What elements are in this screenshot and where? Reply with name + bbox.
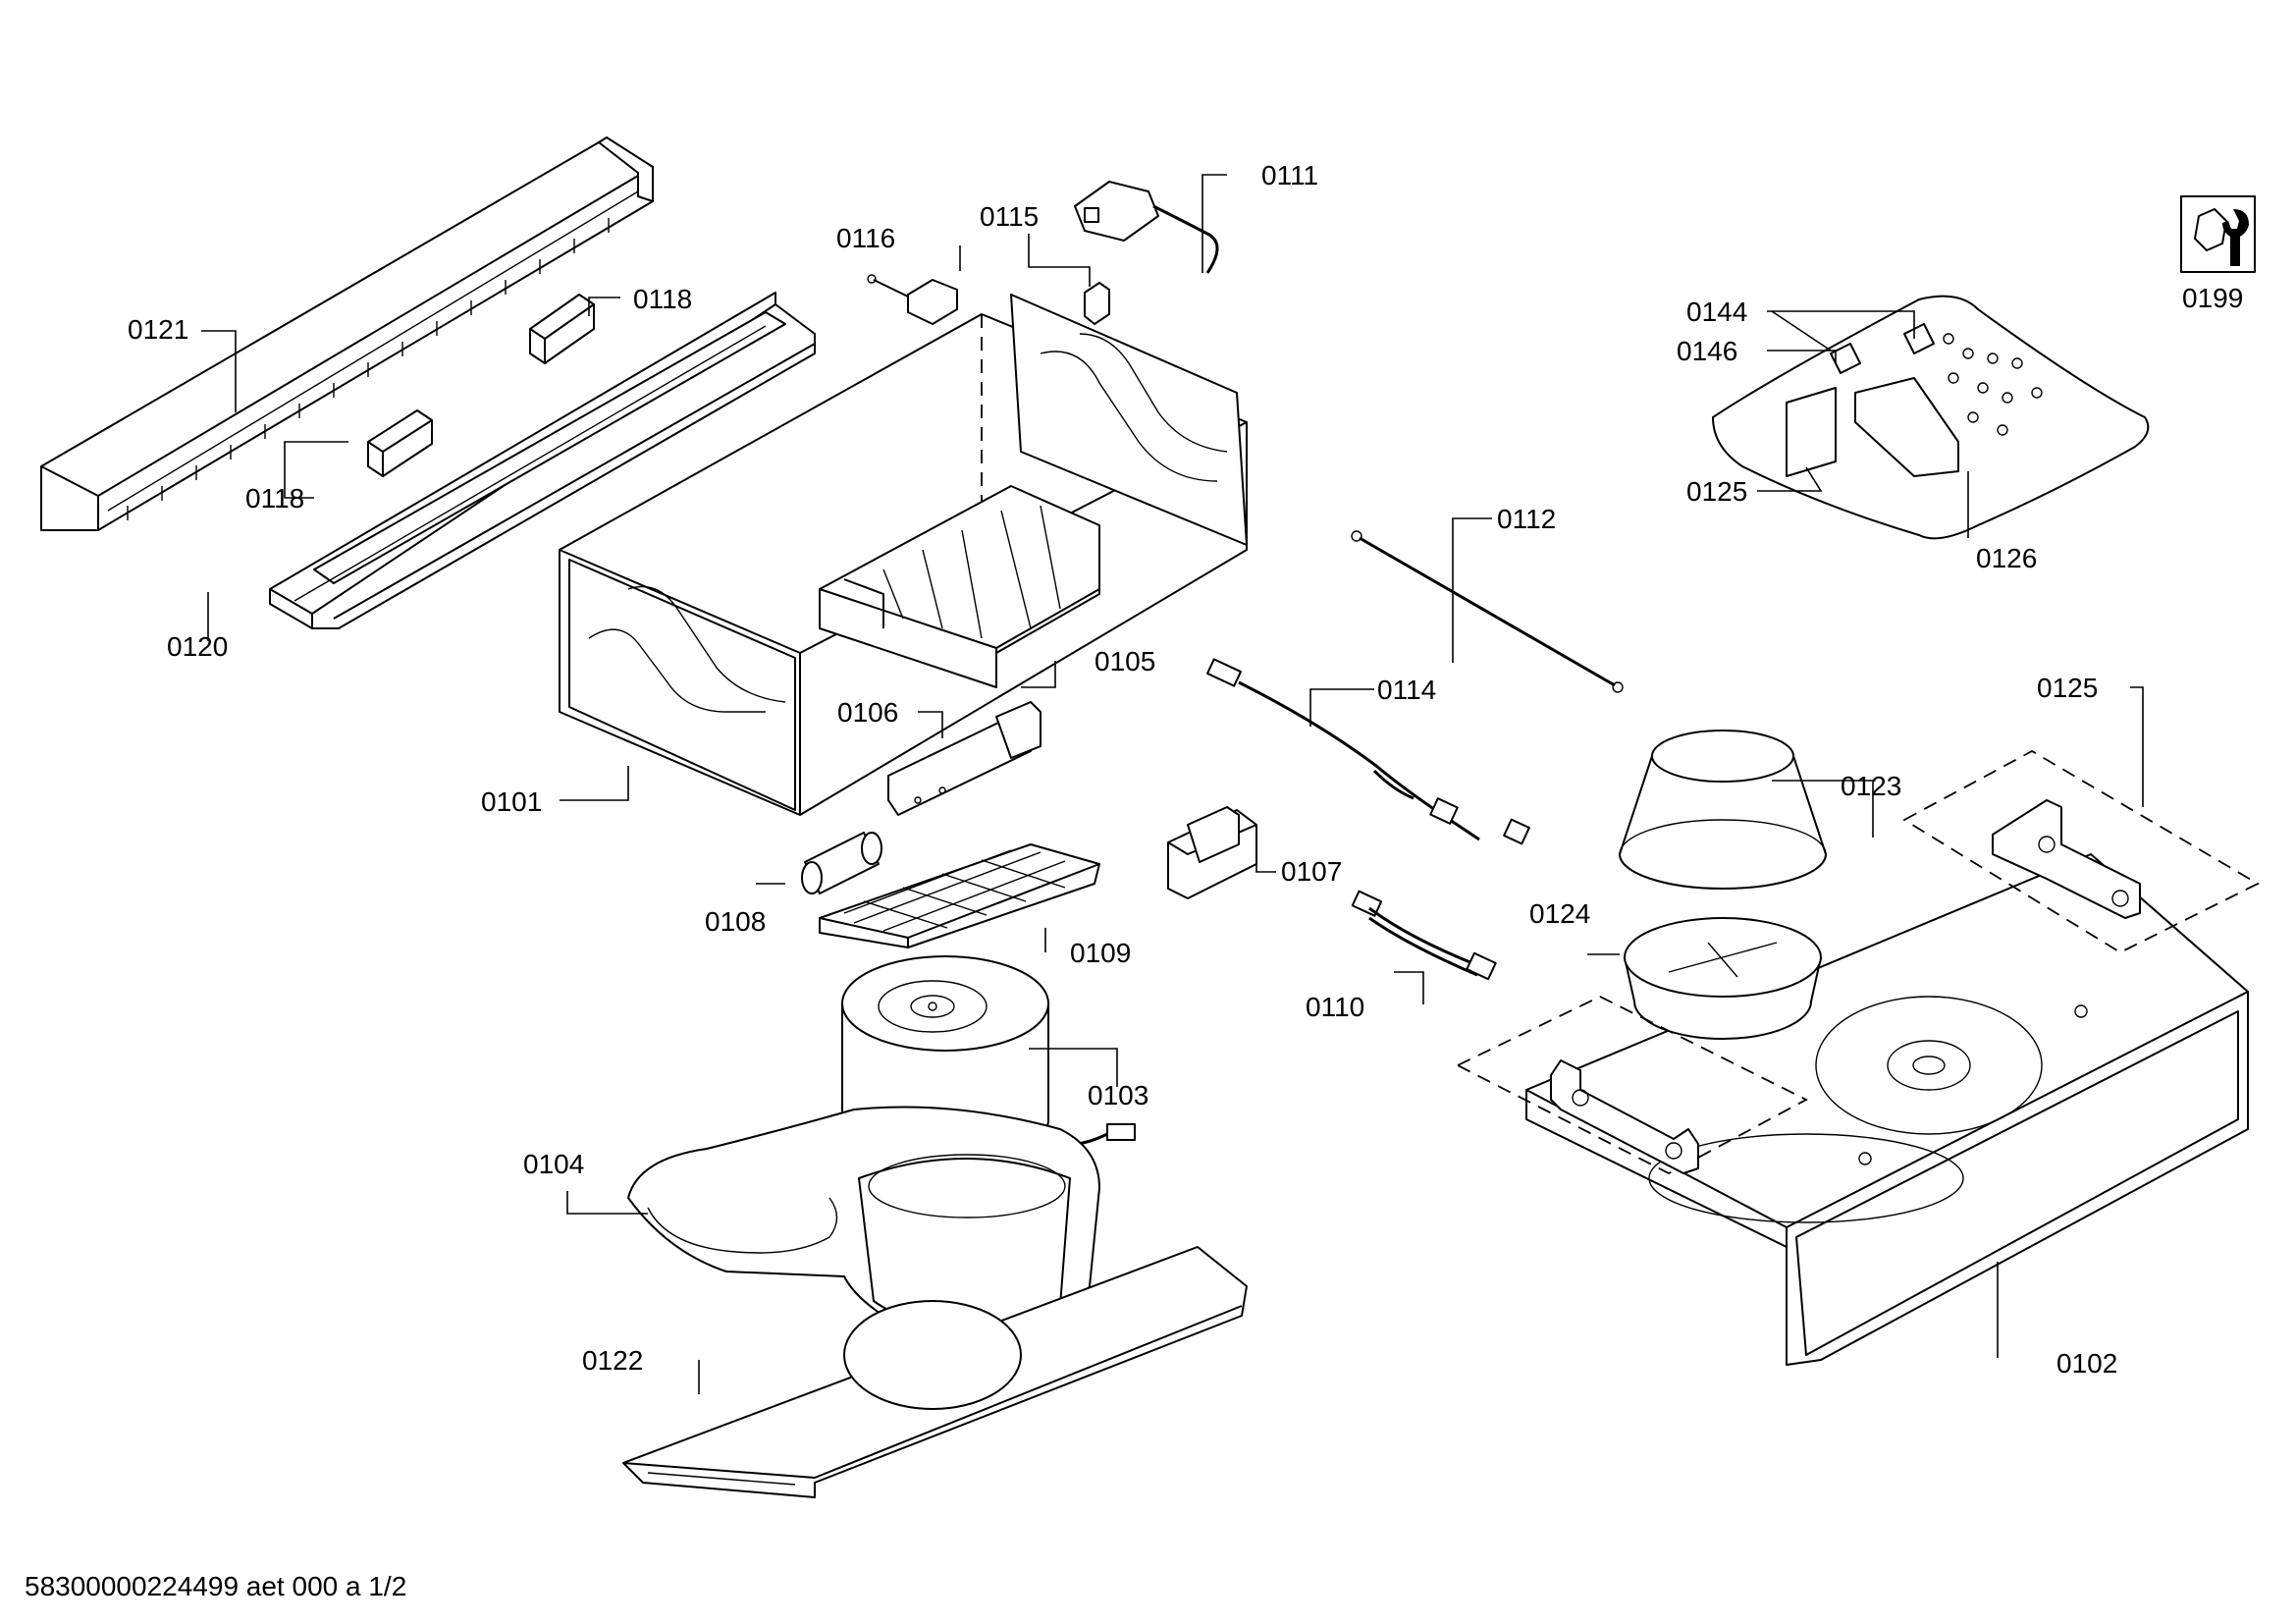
label-0112: 0112 (1497, 504, 1556, 534)
part-0109-grille-tray (819, 843, 1100, 948)
label-0108: 0108 (705, 906, 766, 937)
part-0126-fitting-kit (1712, 295, 2150, 540)
part-0114-cable-harness (1206, 658, 1530, 845)
label-0199: 0199 (2182, 283, 2243, 313)
label-0123: 0123 (1841, 771, 1901, 801)
label-0111: 0111 (1261, 160, 1318, 190)
label-0121: 0121 (128, 314, 188, 345)
label-0109: 0109 (1070, 938, 1131, 968)
label-0115: 0115 (980, 201, 1039, 232)
part-0108-capacitor (801, 832, 882, 894)
label-0110: 0110 (1306, 992, 1364, 1022)
part-0111-power-cable (1074, 181, 1219, 274)
part-0102-mounting-frame (1525, 853, 2249, 1366)
part-0112-earth-cable (1351, 530, 1624, 693)
label-0118-upper: 0118 (633, 284, 692, 314)
part-labels: 0121 0118 0118 0120 0101 0116 0115 0111 … (128, 160, 2243, 1379)
label-0125-right: 0125 (2037, 673, 2098, 703)
part-0124-ring (1624, 917, 1822, 1040)
part-0125-bracket-left (1455, 995, 1808, 1175)
label-0144: 0144 (1686, 297, 1747, 327)
label-0103: 0103 (1088, 1080, 1148, 1110)
part-0104-volute-housing (627, 1106, 1100, 1331)
label-0101: 0101 (481, 786, 542, 817)
part-0120-support-rail (269, 292, 816, 629)
label-0105: 0105 (1095, 646, 1155, 677)
part-0121-trim-rail (40, 136, 654, 531)
part-0123-collar (1619, 730, 1827, 890)
label-0106: 0106 (837, 697, 898, 728)
part-0115-bracket (1084, 282, 1110, 325)
label-0146: 0146 (1677, 336, 1737, 366)
part-0116-sensor (867, 274, 958, 325)
label-0104: 0104 (523, 1149, 584, 1179)
label-0124: 0124 (1529, 898, 1590, 929)
label-0122: 0122 (582, 1345, 643, 1376)
part-0118-clip-upper (529, 294, 595, 364)
label-0120: 0120 (167, 631, 228, 662)
label-0114: 0114 (1377, 675, 1436, 705)
part-0118-clip-lower (367, 409, 433, 477)
label-0125-kit: 0125 (1686, 476, 1747, 507)
document-reference: 58300000224499 aet 000 a 1/2 (25, 1571, 406, 1601)
wrench-nut-icon (2180, 195, 2256, 273)
label-0118-lower: 0118 (245, 483, 304, 514)
label-0116: 0116 (836, 223, 895, 253)
part-0105-fan-cover (819, 485, 1100, 688)
part-0125-bracket-right (1902, 749, 2260, 954)
label-0102: 0102 (2056, 1348, 2117, 1379)
label-0107: 0107 (1281, 856, 1342, 887)
leader-lines (201, 174, 2144, 1394)
part-0122-base-plate (622, 1246, 1248, 1498)
part-0106-control-board (887, 701, 1041, 816)
part-0107-relay-board (1167, 806, 1257, 899)
label-0126: 0126 (1976, 543, 2037, 573)
part-0110-harness (1351, 890, 1497, 981)
